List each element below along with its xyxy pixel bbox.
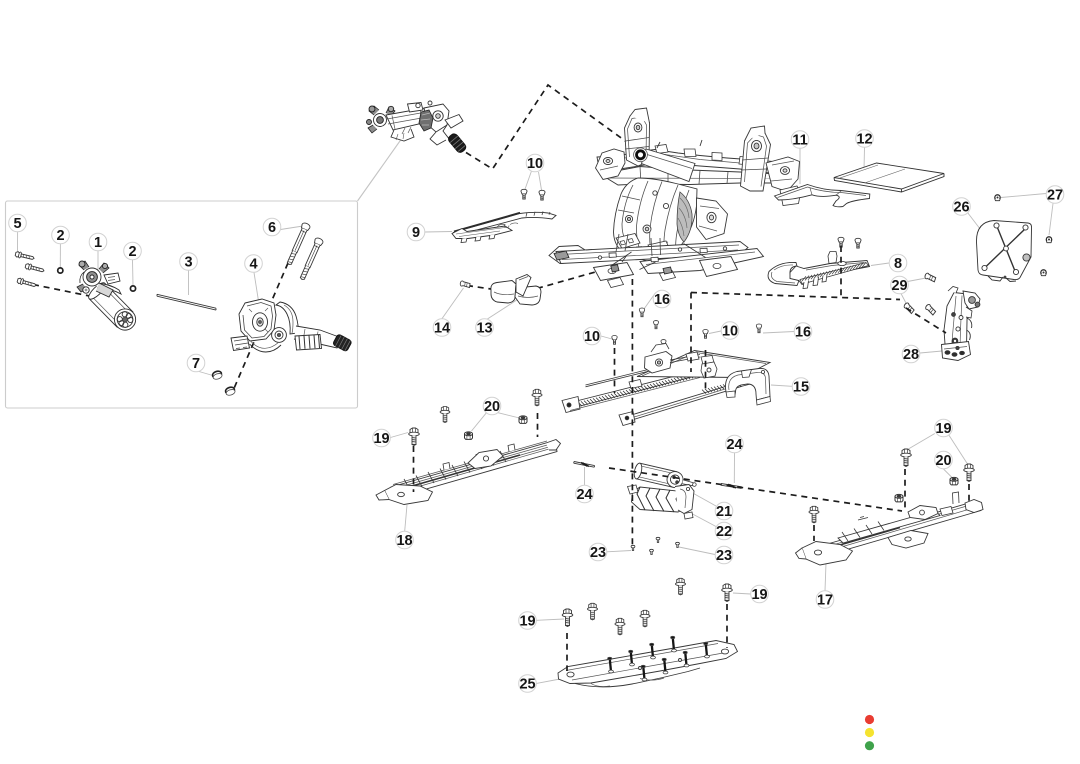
svg-text:15: 15	[793, 380, 809, 396]
svg-text:21: 21	[716, 504, 732, 520]
svg-text:1: 1	[94, 235, 102, 251]
svg-text:19: 19	[935, 421, 951, 437]
svg-text:3: 3	[184, 255, 192, 271]
svg-text:17: 17	[817, 593, 833, 609]
svg-text:22: 22	[716, 524, 732, 540]
svg-text:5: 5	[13, 216, 21, 232]
svg-text:28: 28	[903, 347, 919, 363]
svg-text:19: 19	[519, 614, 535, 630]
svg-text:25: 25	[519, 677, 535, 693]
svg-text:12: 12	[856, 132, 872, 148]
svg-text:8: 8	[894, 256, 902, 272]
svg-text:2: 2	[128, 244, 136, 260]
svg-text:23: 23	[590, 545, 606, 561]
svg-text:24: 24	[726, 437, 742, 453]
svg-text:4: 4	[249, 257, 257, 273]
svg-text:10: 10	[722, 324, 738, 340]
svg-text:14: 14	[434, 321, 450, 337]
svg-text:18: 18	[396, 533, 412, 549]
svg-text:27: 27	[1047, 188, 1063, 204]
svg-text:19: 19	[751, 587, 767, 603]
svg-text:10: 10	[584, 329, 600, 345]
svg-text:16: 16	[795, 325, 811, 341]
svg-text:9: 9	[412, 225, 420, 241]
svg-text:20: 20	[484, 399, 500, 415]
svg-text:6: 6	[268, 220, 276, 236]
svg-text:19: 19	[373, 431, 389, 447]
svg-text:16: 16	[654, 292, 670, 308]
svg-text:20: 20	[935, 453, 951, 469]
svg-text:26: 26	[953, 200, 969, 216]
svg-text:24: 24	[576, 487, 592, 503]
svg-text:11: 11	[792, 133, 807, 149]
svg-text:7: 7	[192, 356, 200, 372]
svg-text:13: 13	[476, 321, 492, 337]
svg-text:2: 2	[56, 228, 64, 244]
svg-text:29: 29	[891, 278, 907, 294]
svg-text:23: 23	[716, 548, 732, 564]
svg-text:10: 10	[527, 156, 543, 172]
